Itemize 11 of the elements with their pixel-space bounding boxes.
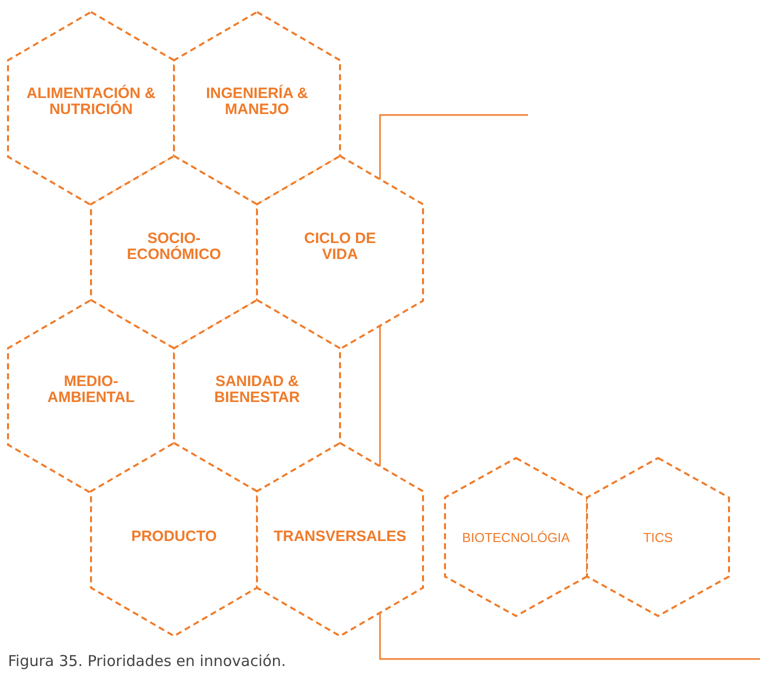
hexagon-label: CICLO DE VIDA xyxy=(303,231,377,263)
hexagon-label: ALIMENTACIÓN & NUTRICIÓN xyxy=(26,86,156,118)
hexagon-label: TRANSVERSALES xyxy=(274,529,406,545)
hexagon-label: SOCIO- ECONÓMICO xyxy=(126,231,222,263)
hexagon-label: MEDIO- AMBIENTAL xyxy=(46,374,136,406)
hexagon-label: TICS xyxy=(643,531,673,545)
hexagon-label: BIOTECNOLÓGIA xyxy=(462,531,570,545)
hexagon-label: INGENIERÍA & MANEJO xyxy=(205,86,309,118)
hexagon-label: SANIDAD & BIENESTAR xyxy=(213,374,301,406)
figure-caption: Figura 35. Prioridades en innovación. xyxy=(8,652,286,670)
hexagon-label: PRODUCTO xyxy=(131,529,217,545)
